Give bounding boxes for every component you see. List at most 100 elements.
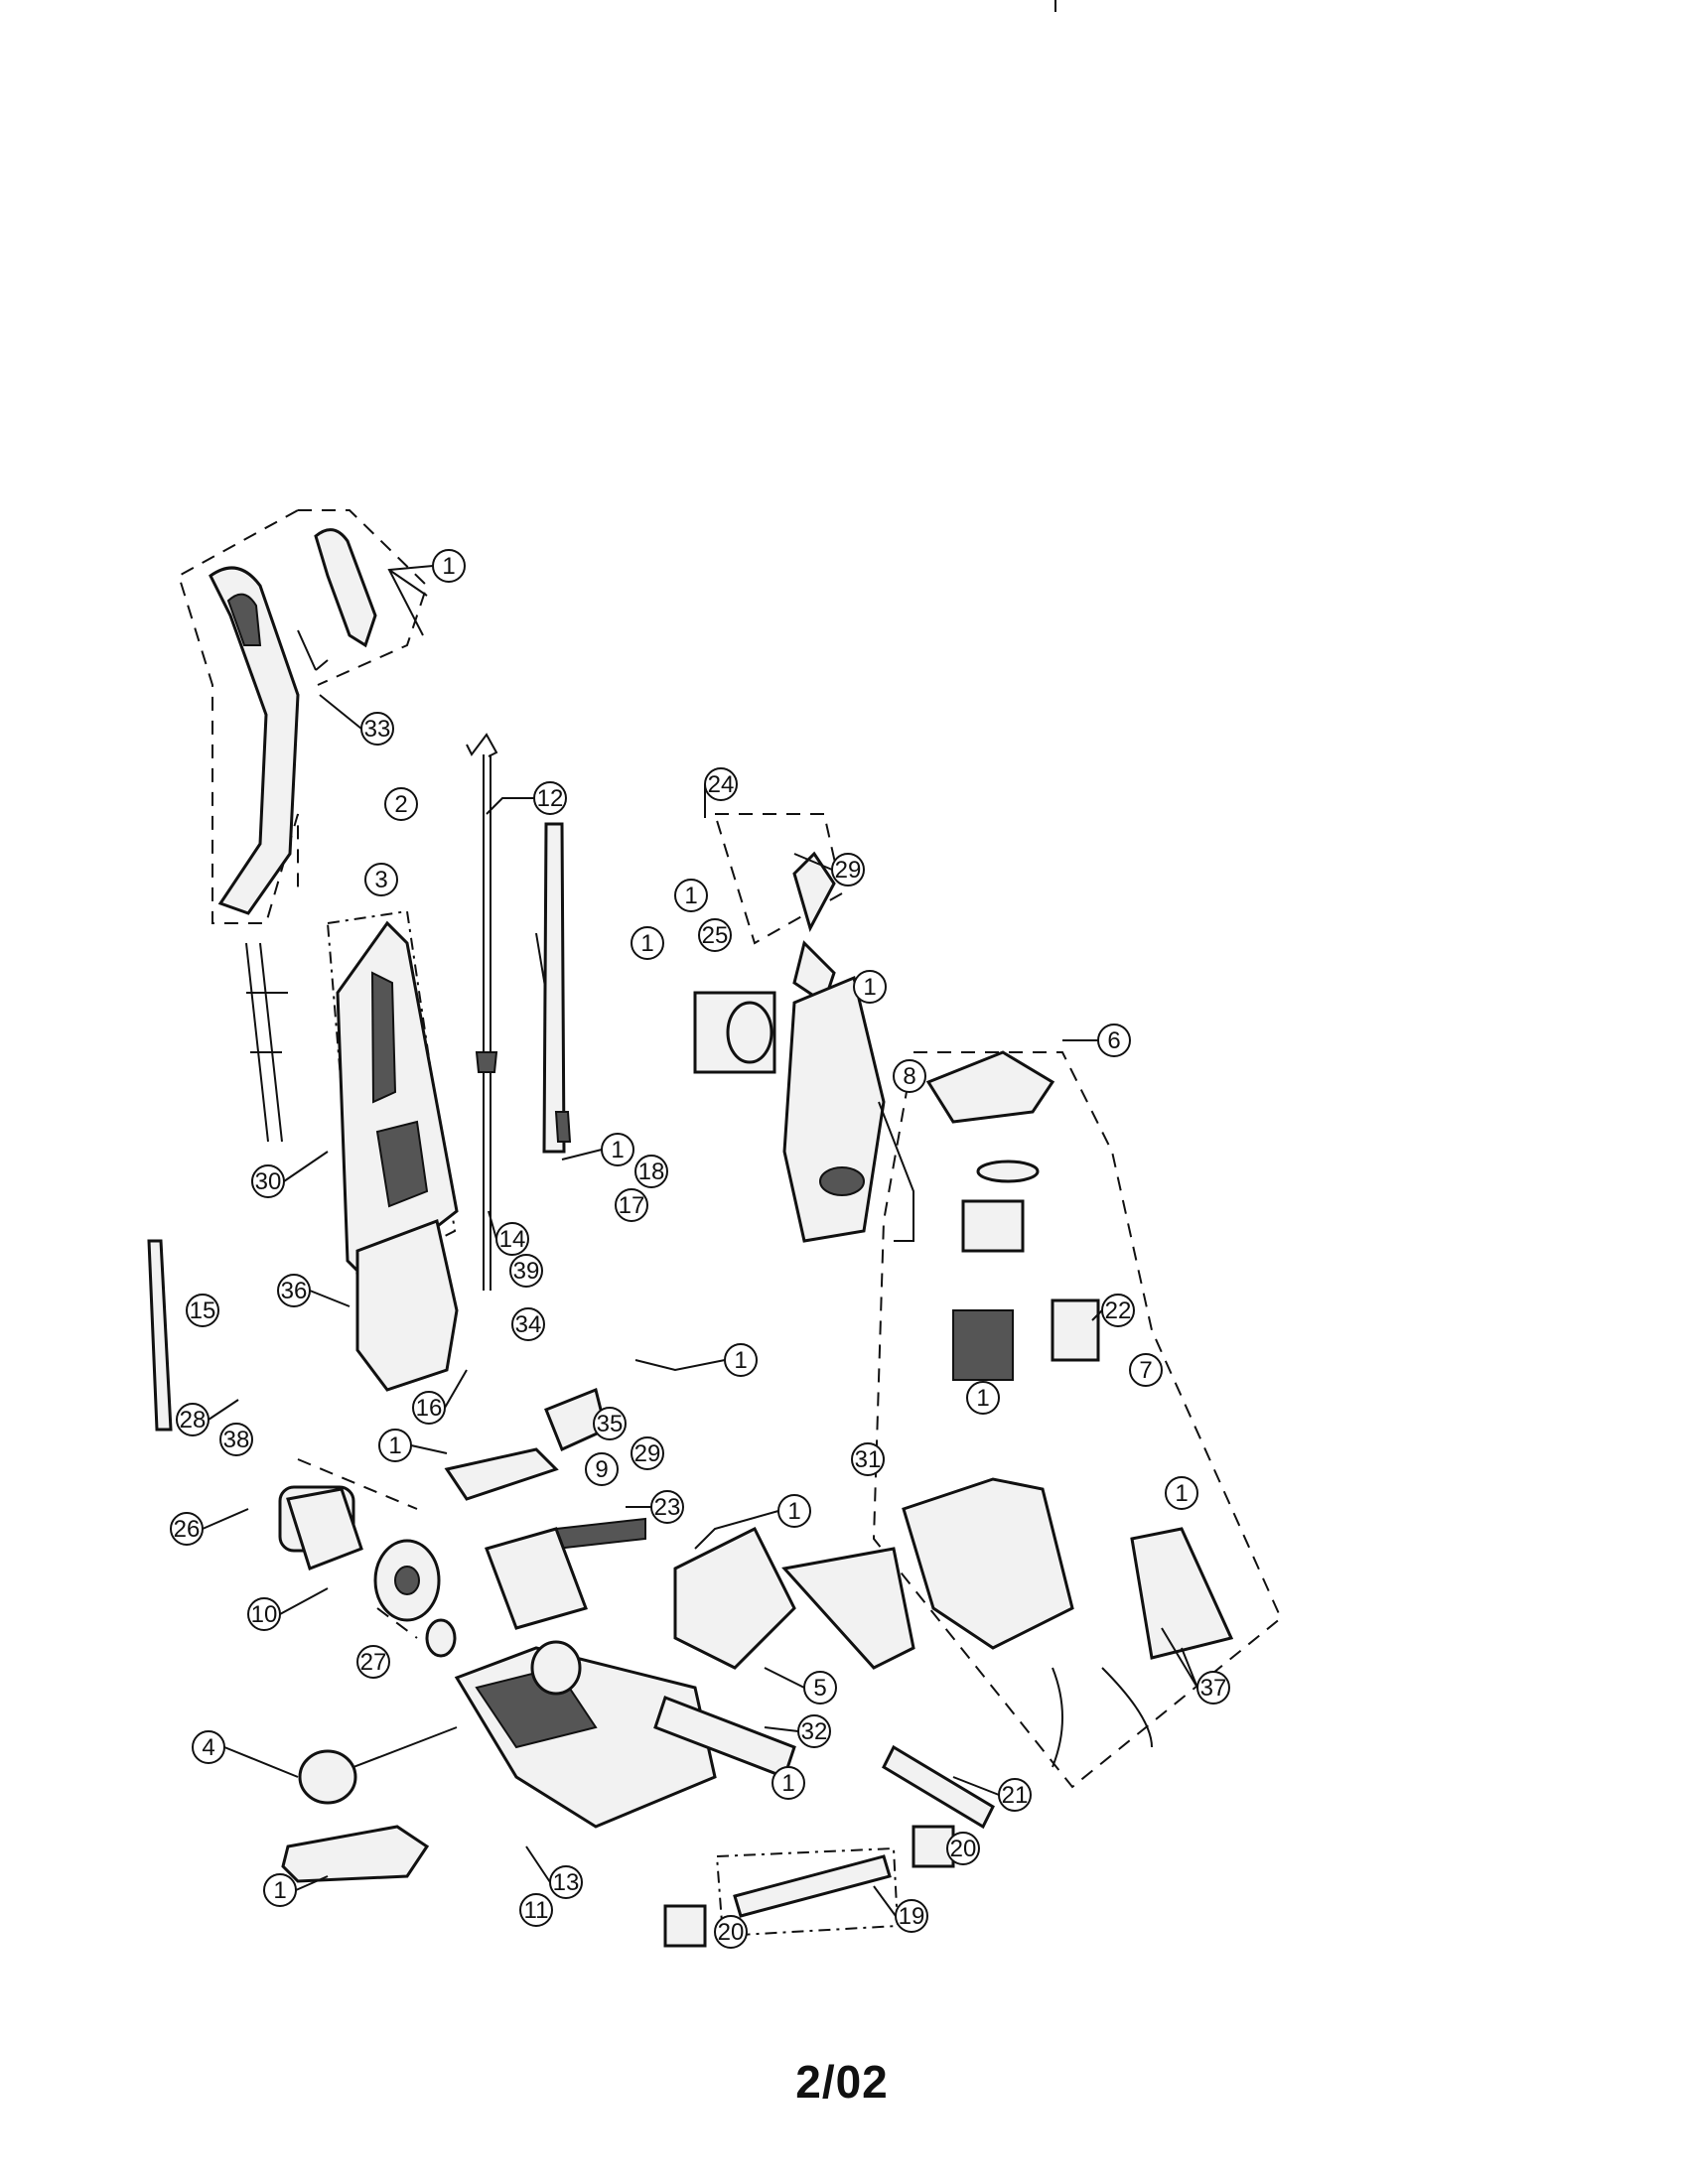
svg-text:19: 19: [899, 1903, 925, 1930]
callout-18: 18: [634, 1155, 668, 1188]
svg-text:20: 20: [718, 1919, 745, 1946]
svg-text:38: 38: [223, 1427, 250, 1453]
callout-33: 33: [360, 712, 394, 746]
svg-text:12: 12: [537, 785, 564, 812]
callout-1: 1: [378, 1429, 412, 1462]
callout-1: 1: [772, 1766, 805, 1800]
callout-5: 5: [803, 1671, 837, 1705]
callout-25: 25: [698, 918, 732, 952]
callout-1: 1: [777, 1494, 811, 1528]
svg-text:16: 16: [416, 1395, 443, 1422]
svg-text:14: 14: [499, 1226, 526, 1253]
callout-1: 1: [601, 1133, 634, 1166]
callout-26: 26: [170, 1512, 204, 1546]
svg-text:27: 27: [360, 1649, 387, 1676]
svg-text:1: 1: [781, 1770, 794, 1797]
callout-34: 34: [511, 1307, 545, 1341]
callout-4: 4: [192, 1730, 225, 1764]
callout-9: 9: [585, 1452, 619, 1486]
callout-1: 1: [853, 970, 887, 1004]
callout-28: 28: [176, 1403, 210, 1436]
svg-text:31: 31: [855, 1446, 882, 1473]
callout-7: 7: [1129, 1353, 1163, 1387]
motor-assembly: [278, 1458, 457, 1658]
svg-text:9: 9: [595, 1456, 608, 1483]
callout-23: 23: [650, 1490, 684, 1524]
bottom-plate: [281, 1825, 430, 1883]
callout-30: 30: [251, 1164, 285, 1198]
svg-text:1: 1: [863, 974, 876, 1001]
front-nozzle: [902, 1477, 1234, 1768]
svg-text:4: 4: [202, 1734, 214, 1761]
callout-22: 22: [1101, 1294, 1135, 1327]
svg-text:39: 39: [513, 1258, 540, 1285]
svg-text:18: 18: [638, 1159, 665, 1185]
svg-text:1: 1: [787, 1498, 800, 1525]
callout-6: 6: [1097, 1024, 1131, 1057]
svg-text:25: 25: [702, 922, 729, 949]
callout-labels: 1 33 2 3 12 24 29 1 25 1 1 8 6 30 1 18 1…: [170, 549, 1230, 1949]
callout-37: 37: [1196, 1671, 1230, 1705]
belt-15: [147, 1239, 173, 1432]
callout-1: 1: [263, 1873, 297, 1907]
svg-text:1: 1: [640, 930, 653, 957]
callout-13: 13: [549, 1865, 583, 1899]
callout-15: 15: [186, 1294, 219, 1327]
callout-1: 1: [631, 926, 664, 960]
svg-text:32: 32: [801, 1718, 828, 1745]
svg-text:1: 1: [976, 1385, 989, 1412]
callout-20: 20: [714, 1915, 748, 1949]
svg-text:1: 1: [442, 553, 455, 580]
callout-3: 3: [364, 863, 398, 896]
callout-16: 16: [412, 1391, 446, 1425]
svg-text:13: 13: [553, 1869, 580, 1896]
callout-11: 11: [519, 1893, 553, 1927]
callout-8: 8: [893, 1059, 926, 1093]
base-assembly: [298, 1640, 717, 1829]
svg-text:17: 17: [619, 1192, 645, 1219]
hose-and-cord: [466, 733, 572, 1291]
svg-text:1: 1: [611, 1137, 624, 1163]
svg-text:7: 7: [1139, 1357, 1152, 1384]
callout-10: 10: [247, 1597, 281, 1631]
svg-text:1: 1: [734, 1347, 747, 1374]
svg-text:3: 3: [374, 867, 387, 893]
callout-12: 12: [533, 781, 567, 815]
svg-text:1: 1: [1175, 1480, 1188, 1507]
svg-text:29: 29: [634, 1440, 661, 1467]
svg-text:8: 8: [903, 1063, 915, 1090]
svg-text:30: 30: [255, 1168, 282, 1195]
svg-text:1: 1: [388, 1433, 401, 1459]
callout-35: 35: [593, 1407, 627, 1440]
svg-text:24: 24: [708, 771, 735, 798]
callout-1: 1: [1165, 1476, 1198, 1510]
callout-32: 32: [797, 1714, 831, 1748]
recovery-tank: [872, 1050, 1283, 1789]
callout-38: 38: [219, 1423, 253, 1456]
svg-text:1: 1: [684, 883, 697, 909]
svg-text:22: 22: [1105, 1297, 1132, 1324]
callout-29: 29: [631, 1436, 664, 1470]
callout-36: 36: [277, 1274, 311, 1307]
svg-text:34: 34: [515, 1311, 542, 1338]
svg-text:37: 37: [1200, 1675, 1227, 1702]
svg-text:20: 20: [950, 1836, 977, 1862]
callout-21: 21: [998, 1778, 1032, 1812]
callout-27: 27: [356, 1645, 390, 1679]
svg-text:10: 10: [251, 1601, 278, 1628]
brush-roll-assembly: [663, 1825, 955, 1948]
upper-body-housing: [326, 909, 459, 1392]
callout-19: 19: [895, 1899, 928, 1933]
svg-text:5: 5: [813, 1675, 826, 1702]
svg-text:11: 11: [524, 1897, 549, 1924]
revision-date: 2/02: [795, 2056, 889, 2108]
svg-text:2: 2: [394, 791, 407, 818]
callout-1: 1: [966, 1381, 1000, 1415]
svg-text:26: 26: [174, 1516, 201, 1543]
callout-1: 1: [432, 549, 466, 583]
svg-text:36: 36: [281, 1278, 308, 1304]
callout-17: 17: [615, 1188, 648, 1222]
svg-text:35: 35: [597, 1411, 624, 1437]
svg-text:1: 1: [273, 1877, 286, 1904]
